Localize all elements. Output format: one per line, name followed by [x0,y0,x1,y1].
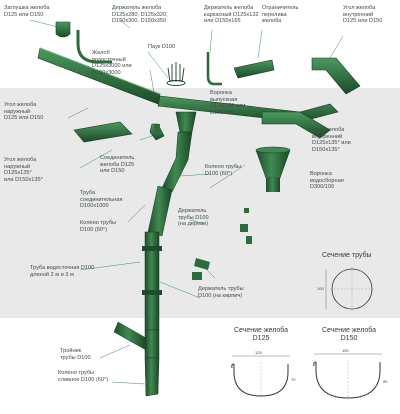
label-gutter-connector: Соединитель желоба D125 или D150 [100,155,135,175]
label-gutter-pipe: Желоб водосточный D125x3000 или D150x300… [92,50,132,76]
gutter-illustration [37,47,161,105]
label-pipe-elbow-mid: Колено трубы D100 (60°) [80,220,117,233]
label-collector-funnel: Воронка водосборная D300/100 [310,171,344,191]
label-inner-corner-top: Угол желоба внутренний D125 или D150 [343,5,383,25]
label-outer-corner-90: Угол желоба наружный D125 или D150 [4,102,44,122]
outlet-funnel-illustration [175,111,197,133]
label-leaf-guard: Паук D100 [148,44,176,50]
gutter-holder-illustration [76,30,112,64]
gutter125-section-title: Сечение желоба D125 [233,327,288,342]
label-frame-holder: Держатель желоба каркасный D125x132 или … [204,5,259,25]
label-tee: Тройник трубы D100 [60,348,91,361]
leader-lines [29,19,344,385]
label-drain-elbow: Колено трубы сливное D100 (60°) [58,370,109,383]
outer-corner-135-illustration [73,121,133,143]
inner-corner-top-illustration [311,57,361,95]
collector-funnel-illustration [255,146,291,192]
gutter125-depth: 70 [291,377,296,382]
label-overflow-limiter: Ограничитель перелива желоба [262,5,299,25]
gutter125-width: 125 [255,350,262,355]
label-pipe-holder-wood: Держатель трубы D100 (на дерево) [178,208,209,228]
end-cap-illustration [55,21,71,38]
gutter150-width: 150 [342,348,349,353]
gutter150-section-title: Сечение желоба D150 [321,327,376,342]
label-pipe-holder-brick: Держатель трубы D100 (на кирпич) [198,286,244,299]
label-inner-corner-135: Угол желоба внутренний D125x135° или D15… [312,127,351,153]
gutter150-section-drawing [313,353,382,399]
leaf-guard-illustration [166,62,186,86]
inner-corner-135-illustration [261,111,331,139]
label-outer-corner-135: Угол желоба наружный D125x135° или D150x… [4,157,43,183]
frame-holder-illustration [206,52,222,86]
label-gutter-holder: Держатель желоба D125x280, D125x320, D15… [112,5,168,25]
pipe-section-drawing [325,267,374,311]
label-pipe-connector: Труба соединительная D100x1000 [80,190,123,210]
small-fittings [154,124,252,280]
pipe-section-dimension: 100 [317,286,324,291]
label-pipe-elbow-top: Колено трубы D100 (60°) [205,164,242,177]
downpipe-assembly [113,131,193,397]
gutter150-depth: 85 [383,379,388,384]
label-outlet-funnel: Воронка выпускная D125/100 или D150/100 [210,90,246,116]
label-downpipe: Труба водосточная D100 длиной 2 м и 3 м [30,265,95,278]
overflow-limiter-illustration [233,59,275,79]
gutter125-section-drawing [231,355,290,397]
pipe-section-title: Сечение трубы [322,252,372,259]
label-end-cap: Заглушка желоба D125 или D150 [4,5,50,18]
